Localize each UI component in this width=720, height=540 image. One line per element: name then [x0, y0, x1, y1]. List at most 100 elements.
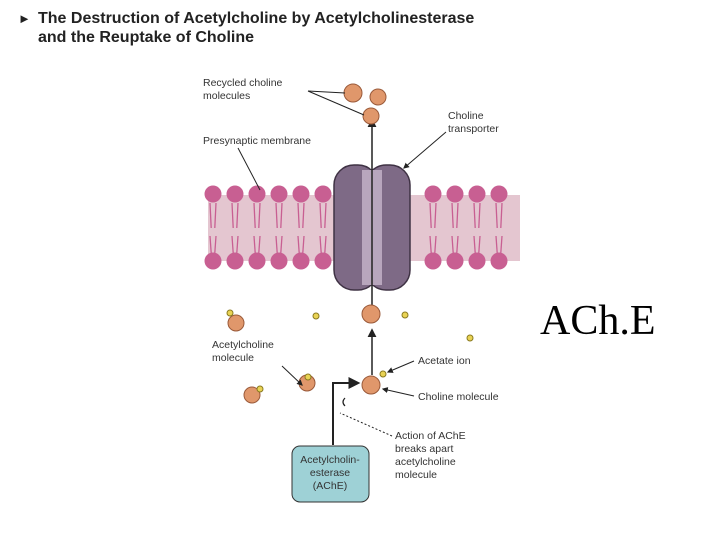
leader-choline-molecule	[381, 387, 415, 397]
leader-lines	[237, 90, 447, 437]
lipid-tail	[302, 235, 305, 254]
lipid-tail	[495, 235, 498, 254]
leader-choline-transporter	[403, 131, 447, 169]
lipid-head-bottom	[424, 252, 442, 270]
acetylcholine-3-choline	[243, 386, 261, 404]
lipid-head-top	[270, 185, 288, 203]
label-choline-transporter-1: Choline	[448, 110, 484, 122]
recycled-choline-molecules	[343, 83, 387, 125]
enzyme-action-arrow	[332, 377, 361, 445]
label-action-ache-2: breaks apart	[395, 443, 453, 455]
label-choline-molecule: Choline molecule	[418, 391, 499, 403]
lipid-head-top	[468, 185, 486, 203]
lipid-tail	[434, 202, 437, 229]
diagram-title: ► The Destruction of Acetylcholine by Ac…	[18, 9, 578, 47]
lipid-tail	[451, 235, 454, 254]
lipid-tail	[209, 235, 212, 254]
lipid-head-top	[204, 185, 222, 203]
label-recycled-choline-1: Recycled choline	[203, 77, 283, 89]
lipid-tail	[258, 202, 261, 229]
leader-presynaptic-membrane	[237, 147, 261, 191]
lipid-head-bottom	[270, 252, 288, 270]
recycled-choline-1	[343, 83, 363, 103]
lipid-head-bottom	[248, 252, 266, 270]
lipid-head-bottom	[490, 252, 508, 270]
choline-molecule-1	[361, 375, 381, 395]
label-acetate-ion: Acetate ion	[418, 355, 471, 367]
title-line-1: The Destruction of Acetylcholine by Acet…	[38, 10, 475, 27]
recycled-choline-2	[369, 88, 387, 106]
lipid-tail	[500, 235, 503, 254]
lipid-tail	[473, 235, 476, 254]
lipid-head-top	[490, 185, 508, 203]
lipid-tail	[302, 202, 305, 229]
lipid-tail	[231, 235, 234, 254]
acetylcholine-1-acetate	[226, 309, 234, 317]
lipid-tail	[324, 235, 327, 254]
lipid-tail	[456, 235, 459, 254]
lipid-tail	[319, 202, 322, 229]
lipid-head-bottom	[446, 252, 464, 270]
lipid-head-bottom	[468, 252, 486, 270]
acetate-ion-3	[466, 334, 474, 342]
lipid-tail	[495, 202, 498, 229]
acetate-ion-1	[312, 312, 320, 320]
lipid-tail	[253, 235, 256, 254]
enzyme-label-1: Acetylcholin-	[300, 454, 360, 466]
enzyme-label-2: esterase	[310, 467, 350, 479]
recycled-choline-3	[362, 107, 380, 125]
lipid-tail	[319, 235, 322, 254]
leader-recycled-choline-2	[307, 90, 365, 116]
lipid-tail	[500, 202, 503, 229]
enzyme-action-path	[332, 377, 361, 445]
acetate-ion-4	[379, 370, 387, 378]
enzyme-label-3: (AChE)	[313, 480, 347, 492]
acetylcholine-2-acetate	[304, 373, 312, 381]
lipid-tail	[280, 235, 283, 254]
acetylcholine-1-choline	[227, 314, 245, 332]
lipid-head-top	[314, 185, 332, 203]
lipid-tail	[297, 202, 300, 229]
lipid-head-top	[446, 185, 464, 203]
leader-action-ache	[339, 412, 393, 437]
bullet-triangle-icon: ►	[18, 11, 31, 26]
lipid-head-top	[248, 185, 266, 203]
lipid-heads	[204, 185, 508, 270]
lipid-head-bottom	[314, 252, 332, 270]
lipid-tail	[451, 202, 454, 229]
lipid-tail	[280, 202, 283, 229]
lipid-head-top	[226, 185, 244, 203]
acetate-ion-2	[401, 311, 409, 319]
leader-acetylcholine-molecule	[281, 365, 303, 386]
lipid-tail	[275, 235, 278, 254]
leader-acetate-ion	[386, 360, 415, 373]
lipid-tails	[209, 202, 503, 254]
label-choline-transporter-2: transporter	[448, 123, 499, 135]
lipid-tail	[434, 235, 437, 254]
enzyme-box-shape	[291, 445, 370, 503]
lipid-tail	[324, 202, 327, 229]
lipid-tail	[478, 235, 481, 254]
label-acetylcholine-molecule-1: Acetylcholine	[212, 339, 274, 351]
lipid-tail	[297, 235, 300, 254]
lipid-tail	[236, 202, 239, 229]
lipid-tail	[253, 202, 256, 229]
lipid-tail	[473, 202, 476, 229]
lipid-tail	[231, 202, 234, 229]
lipid-head-top	[292, 185, 310, 203]
label-acetylcholine-molecule-2: molecule	[212, 352, 254, 364]
enzyme-curl-mark	[342, 397, 346, 407]
label-action-ache-3: acetylcholine	[395, 456, 456, 468]
lipid-head-bottom	[292, 252, 310, 270]
lipid-head-top	[424, 185, 442, 203]
label-presynaptic-membrane: Presynaptic membrane	[203, 135, 311, 147]
title-line-2: and the Reuptake of Choline	[38, 29, 255, 46]
side-label: ACh.E	[540, 298, 656, 344]
lipid-head-bottom	[226, 252, 244, 270]
lipid-tail	[214, 202, 217, 229]
lipid-tail	[429, 235, 432, 254]
lipid-tail	[258, 235, 261, 254]
lipid-tail	[478, 202, 481, 229]
